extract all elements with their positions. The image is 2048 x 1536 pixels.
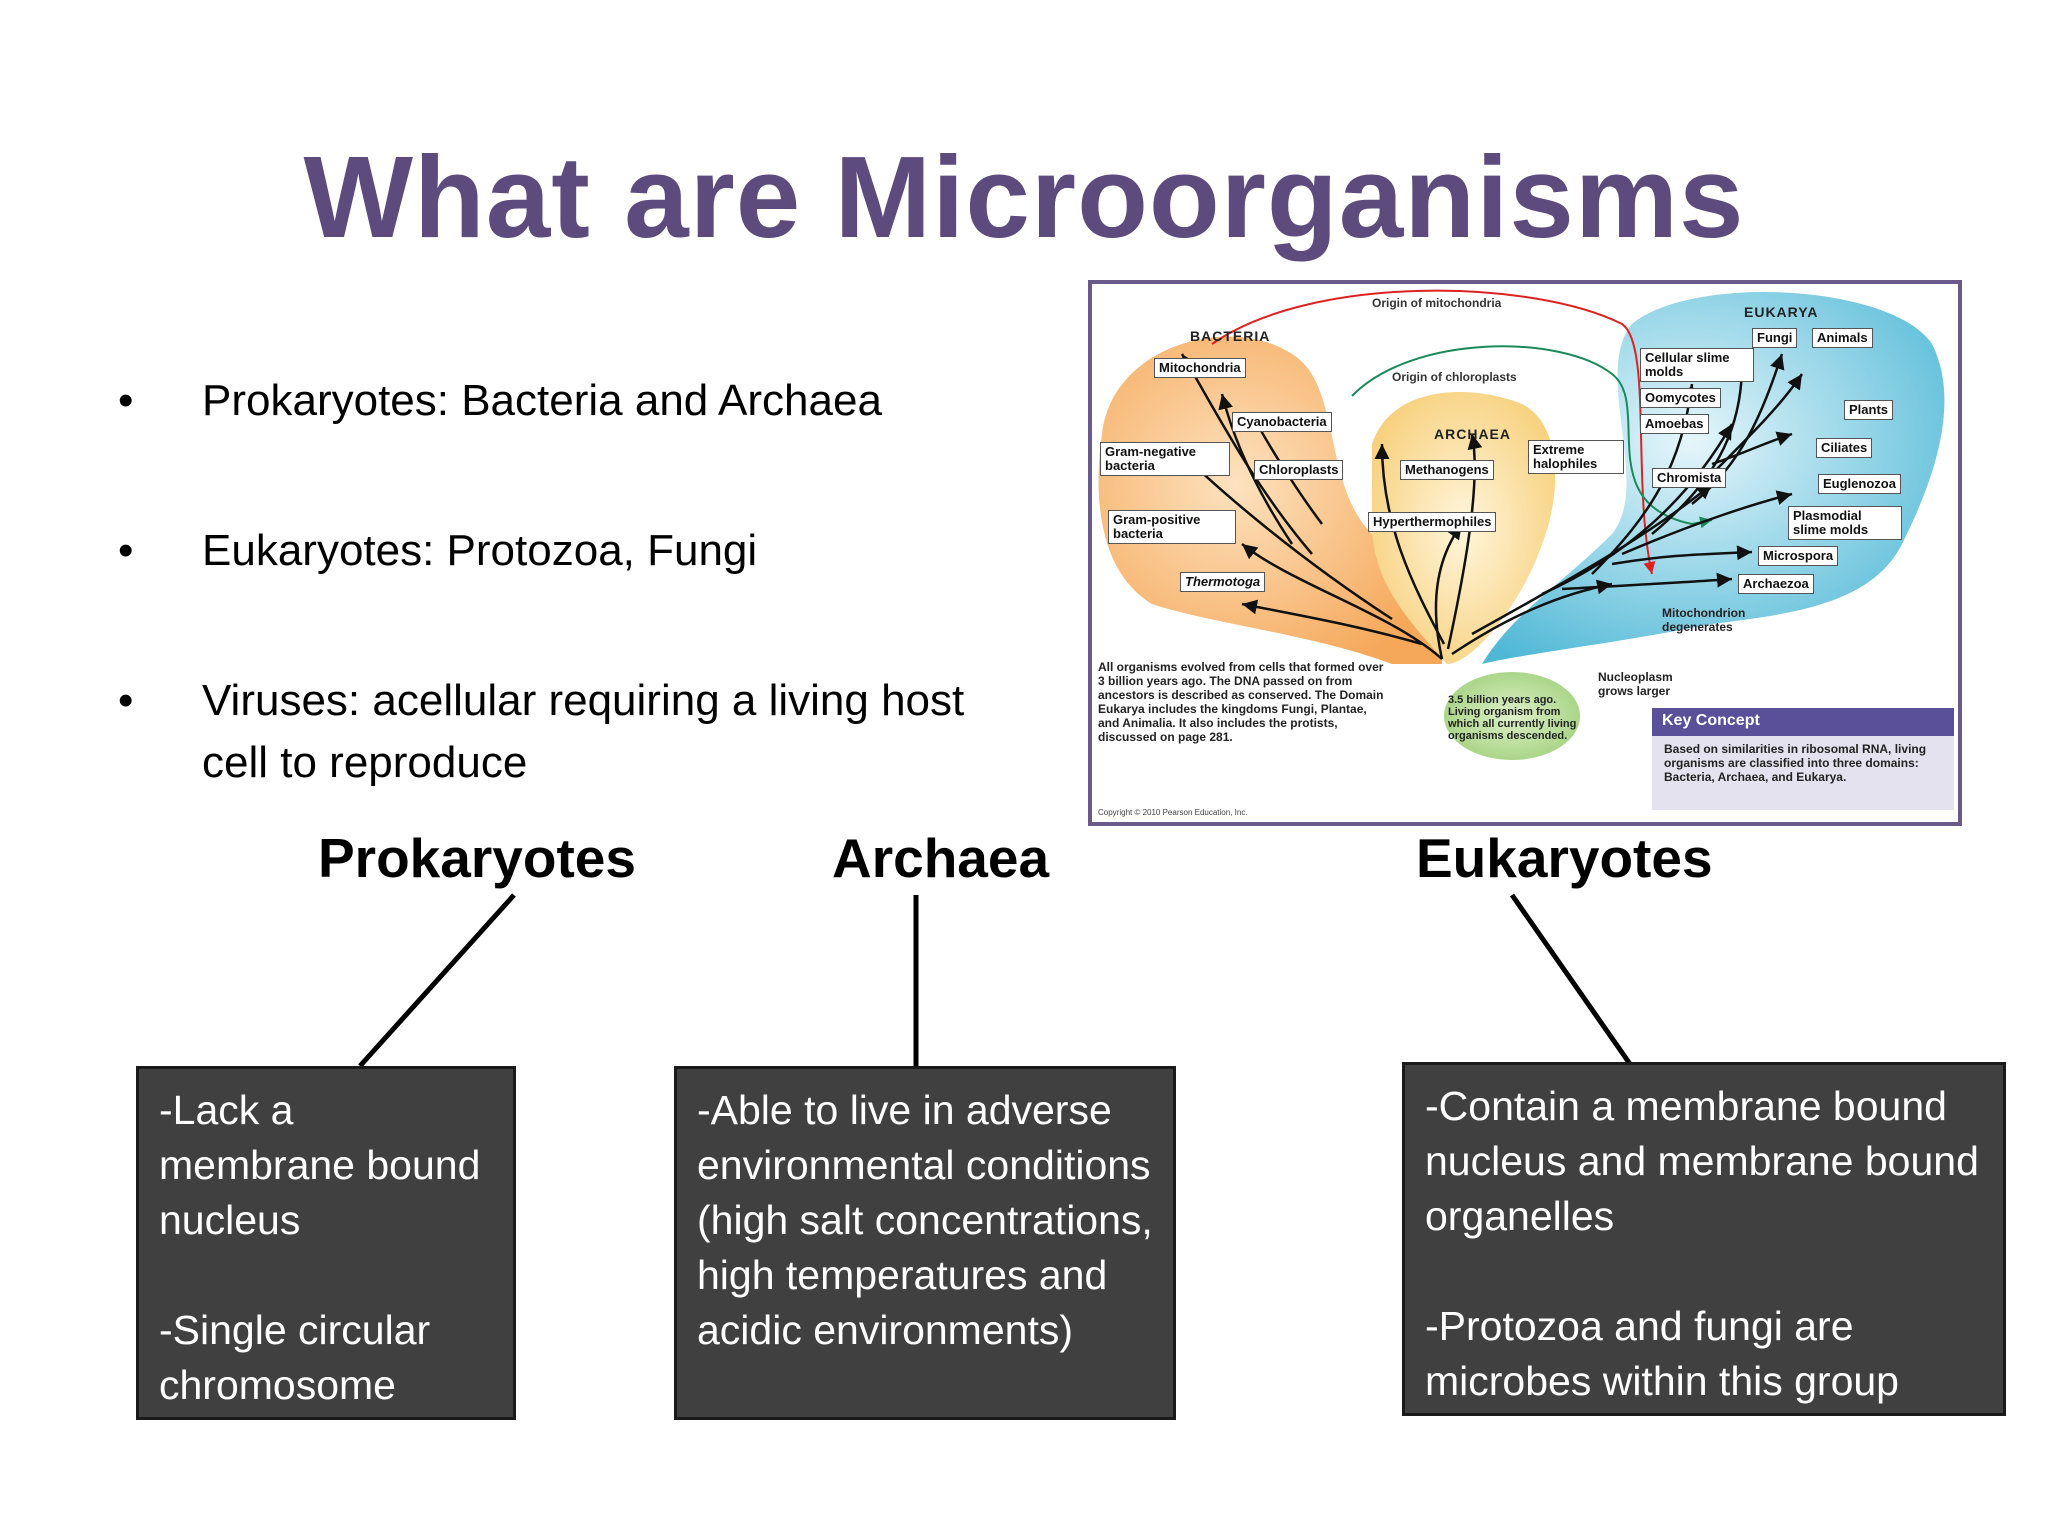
eukaryotes-connector — [1509, 893, 1633, 1066]
bullet-text: Eukaryotes: Protozoa, Fungi — [202, 526, 758, 575]
label-extreme-halophiles: Extreme halophiles — [1528, 440, 1624, 474]
archaea-fact-1: -Able to live in adverse environmental c… — [697, 1087, 1153, 1353]
prokaryotes-connector — [358, 893, 516, 1068]
chloroplasts-arc — [1351, 345, 1713, 529]
eukaryotes-fact-1: -Contain a membrane bound nucleus and me… — [1425, 1083, 1979, 1239]
label-ciliates: Ciliates — [1816, 438, 1873, 458]
copyright-note: Copyright © 2010 Pearson Education, Inc. — [1098, 808, 1248, 817]
archaea-info-box: -Able to live in adverse environmental c… — [674, 1066, 1176, 1420]
heading-archaea: Archaea — [832, 827, 1050, 889]
label-gram-positive: Gram-positive bacteria — [1108, 510, 1236, 544]
bullet-marker: • — [118, 376, 134, 425]
heading-eukaryotes: Eukaryotes — [1416, 827, 1713, 889]
archaea-domain-label: ARCHAEA — [1434, 426, 1511, 442]
bullet-text: Prokaryotes: Bacteria and Archaea — [202, 376, 882, 425]
bullet-text: Viruses: acellular requiring a living ho… — [202, 676, 965, 787]
bullet-marker: • — [118, 526, 134, 575]
caption-note: All organisms evolved from cells that fo… — [1098, 660, 1384, 744]
tree-of-life-diagram: BACTERIA ARCHAEA EUKARYA Origin of mitoc… — [1088, 280, 1962, 826]
eukarya-domain-label: EUKARYA — [1744, 304, 1819, 320]
label-chloroplasts: Chloroplasts — [1254, 460, 1344, 480]
label-methanogens: Methanogens — [1400, 460, 1494, 480]
mitochondria-arc — [1211, 289, 1656, 575]
label-animals: Animals — [1812, 328, 1873, 348]
label-fungi: Fungi — [1752, 328, 1798, 348]
label-plants: Plants — [1844, 400, 1894, 420]
key-concept-body: Based on similarities in ribosomal RNA, … — [1664, 742, 1927, 784]
label-archaezoa: Archaezoa — [1738, 574, 1814, 594]
label-amoebas: Amoebas — [1640, 414, 1709, 434]
label-microspora: Microspora — [1758, 546, 1839, 566]
prokaryotes-fact-2: -Single circular chromosome — [159, 1307, 431, 1408]
heading-prokaryotes: Prokaryotes — [318, 827, 636, 889]
label-oomycotes: Oomycotes — [1640, 388, 1721, 408]
mito-degenerates-note: Mitochondrion degenerates — [1662, 606, 1746, 634]
origin-note: 3.5 billion years ago. Living organism f… — [1448, 694, 1577, 742]
chloroplasts-arc-label: Origin of chloroplasts — [1392, 370, 1517, 384]
key-concept-title: Key Concept — [1652, 708, 1954, 736]
label-gram-negative: Gram-negative bacteria — [1100, 442, 1230, 476]
slide-title: What are Microorganisms — [303, 132, 1745, 262]
prokaryotes-fact-1: -Lack a membrane bound nucleus — [159, 1087, 481, 1243]
label-thermotoga: Thermotoga — [1180, 572, 1266, 592]
origin-ellipse — [1444, 672, 1580, 760]
label-hyperthermophiles: Hyperthermophiles — [1368, 512, 1497, 532]
label-plasmodial-slime-molds: Plasmodial slime molds — [1788, 506, 1902, 540]
bacteria-domain-label: BACTERIA — [1190, 328, 1271, 344]
bullet-marker: • — [118, 676, 134, 725]
label-euglenozoa: Euglenozoa — [1818, 474, 1901, 494]
label-cellular-slime-molds: Cellular slime molds — [1640, 348, 1754, 382]
mitochondria-arc-label: Origin of mitochondria — [1372, 296, 1502, 310]
nucleoplasm-note: Nucleoplasm grows larger — [1598, 670, 1673, 698]
eukaryotes-info-box: -Contain a membrane bound nucleus and me… — [1402, 1062, 2006, 1416]
label-cyanobacteria: Cyanobacteria — [1232, 412, 1332, 432]
label-mitochondria: Mitochondria — [1154, 358, 1246, 378]
eukaryotes-fact-2: -Protozoa and fungi are microbes within … — [1425, 1303, 1899, 1404]
label-chromista: Chromista — [1652, 468, 1727, 488]
prokaryotes-info-box: -Lack a membrane bound nucleus -Single c… — [136, 1066, 516, 1420]
key-concept-box: Key Concept Based on similarities in rib… — [1652, 708, 1954, 810]
